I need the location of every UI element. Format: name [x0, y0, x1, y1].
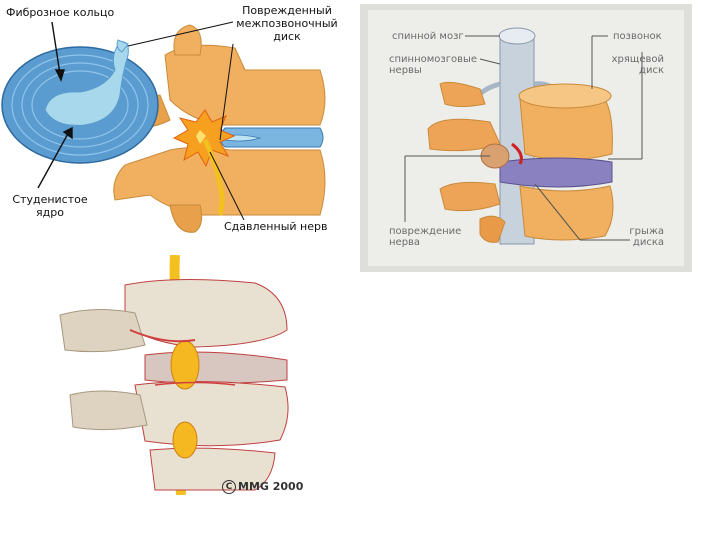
- label-fibrous-ring: Фиброзное кольцо: [6, 6, 114, 19]
- label-cartilage-disc-line1: хрящевой: [600, 54, 664, 65]
- label-compressed-nerve: Сдавленный нерв: [224, 220, 327, 233]
- herniated-disc: [500, 158, 612, 187]
- label-damaged-disc: Поврежденный межпозвоночный диск: [234, 4, 340, 43]
- figure3-spine-3d-illustration: [55, 255, 315, 495]
- label-damaged-disc-line3: диск: [234, 30, 340, 43]
- label-disc-hernia-line1: грыжа: [600, 226, 664, 237]
- label-nerve-damage-line1: повреждение: [389, 226, 461, 237]
- label-spinal-nerves-line1: спинномозговые: [389, 54, 477, 65]
- copyright-text: MMG 2000: [238, 480, 303, 493]
- label-disc-hernia: грыжа диска: [600, 226, 664, 248]
- label-cartilage-disc: хрящевой диск: [600, 54, 664, 76]
- disc-top-view: [2, 40, 158, 163]
- label-nerve-damage: повреждение нерва: [389, 226, 461, 248]
- vertebra-middle-3d: [135, 381, 288, 445]
- label-nucleus-line2: ядро: [4, 206, 96, 219]
- label-nucleus: Студенистое ядро: [4, 193, 96, 219]
- label-damaged-disc-line2: межпозвоночный: [234, 17, 340, 30]
- disc-3d: [145, 352, 287, 384]
- label-spinal-cord: спинной мозг: [392, 31, 464, 42]
- copyright-symbol: C: [222, 480, 236, 494]
- label-spinal-nerves: спинномозговые нервы: [389, 54, 477, 76]
- label-nerve-damage-line2: нерва: [389, 237, 461, 248]
- label-cartilage-disc-line2: диск: [600, 65, 664, 76]
- label-spinal-nerves-line2: нервы: [389, 65, 477, 76]
- label-vertebra: позвонок: [613, 31, 662, 42]
- herniation-bulge-lower: [173, 422, 197, 458]
- label-damaged-disc-line1: Поврежденный: [234, 4, 340, 17]
- label-nucleus-line1: Студенистое: [4, 193, 96, 206]
- label-disc-hernia-line2: диска: [600, 237, 664, 248]
